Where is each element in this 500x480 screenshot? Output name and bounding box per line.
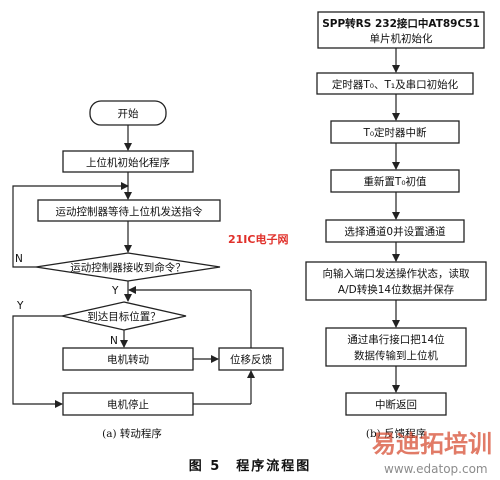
mcu-init-box	[317, 11, 485, 49]
watermark-url: www.edatop.com	[384, 462, 488, 476]
right-flowchart: SPP转RS 232接口中AT89C51 单片机初始化 定时器T₀、T₁及串口初…	[305, 11, 487, 440]
motor-run-label: 电机转动	[107, 353, 149, 366]
watermark-brand: 易迪拓培训	[372, 430, 492, 458]
timer-init-box	[316, 72, 474, 95]
branch-label-y1: Y	[111, 285, 119, 297]
caption-a: (a) 转动程序	[102, 427, 162, 440]
motor-stop-label: 电机停止	[107, 398, 149, 411]
select-label: 选择通道0并设置通道	[344, 225, 446, 238]
left-flowchart: 开始 上位机初始化程序 运动控制器等待上位机发送指令 运动控制器接收到命令？ 到…	[12, 100, 284, 440]
send-box	[305, 261, 487, 301]
reset-label: 重新置T₀初值	[363, 175, 427, 188]
wait-label: 运动控制器等待上位机发送指令	[56, 205, 203, 218]
timer-int-box	[330, 120, 460, 144]
send-line1: 向输入端口发送操作状态，读取	[323, 267, 470, 280]
arrow-reached-yes	[12, 315, 63, 408]
return-box	[345, 392, 447, 416]
send-line2: A/D转换14位数据并保存	[338, 283, 455, 296]
select-box	[325, 219, 465, 243]
watermark-logo: 21IC电子网	[228, 232, 288, 246]
init-label: 上位机初始化程序	[86, 156, 170, 169]
mcu-init-line1: SPP转RS 232接口中AT89C51	[322, 17, 480, 30]
transfer-box	[325, 327, 467, 367]
figure-title: 图 5 程序流程图	[189, 458, 312, 474]
branch-label-n2: N	[110, 335, 118, 347]
wait-box	[37, 199, 221, 222]
start-label: 开始	[118, 107, 139, 120]
return-label: 中断返回	[375, 398, 417, 411]
transfer-line2: 数据传输到上位机	[354, 349, 438, 362]
received-label: 运动控制器接收到命令？	[70, 261, 186, 274]
caption-b: (b) 反馈程序	[366, 427, 426, 440]
branch-label-y2: Y	[16, 300, 24, 312]
timer-init-label: 定时器T₀、T₁及串口初始化	[332, 78, 459, 91]
timer-int-label: T₀定时器中断	[362, 126, 427, 139]
transfer-line1: 通过串行接口把14位	[347, 333, 445, 346]
reached-label: 到达目标位置？	[87, 310, 161, 323]
branch-label-n1: N	[15, 253, 23, 265]
feedback-label: 位移反馈	[230, 353, 272, 366]
arrow-received-no	[12, 182, 129, 268]
reset-box	[330, 169, 460, 193]
mcu-init-line2: 单片机初始化	[370, 32, 433, 45]
